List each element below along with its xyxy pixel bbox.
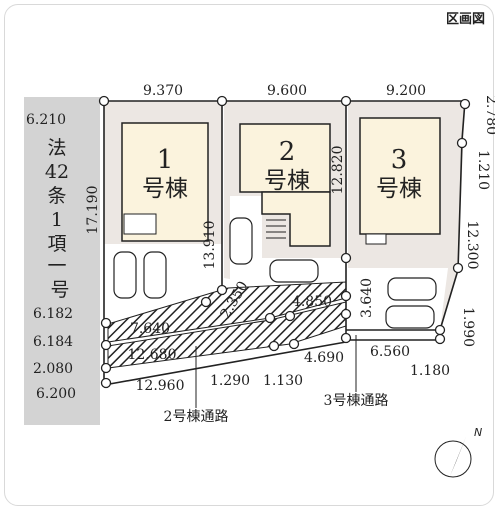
car-icon	[113, 217, 437, 329]
building-label: 号棟	[376, 176, 422, 202]
dim-label: 3.640	[359, 278, 375, 318]
dim-label: 1.210	[475, 150, 491, 190]
dim-label: 9.200	[386, 83, 426, 99]
dim-label: 4.850	[292, 294, 332, 310]
road-label-char: 一	[47, 255, 66, 277]
building-label: 号棟	[264, 168, 310, 194]
road-label-char: 法	[47, 137, 66, 159]
dim-label: 1.990	[460, 307, 476, 347]
dim-label: 1.130	[263, 373, 303, 389]
building-label: 号棟	[142, 176, 188, 202]
house-3-porch	[365, 233, 387, 245]
road-label-char: 42	[45, 161, 69, 183]
dim-label: 6.200	[36, 386, 76, 402]
dim-label: 4.690	[304, 350, 344, 366]
house-2	[239, 123, 331, 193]
survey-markers	[98, 95, 471, 389]
house-2-wing	[261, 191, 331, 247]
dim-label: 6.182	[33, 306, 73, 322]
road-label-char: 号	[50, 279, 69, 301]
dim-label: 12.300	[464, 221, 480, 270]
house-3	[359, 117, 441, 235]
dim-label: 9.600	[267, 83, 307, 99]
road-label-char: 条	[47, 185, 66, 207]
dim-label: 13.910	[202, 221, 218, 270]
road-strip	[24, 97, 100, 425]
dim-label: 1.290	[210, 373, 250, 389]
road-label-char: 1	[51, 209, 63, 231]
dim-label: 9.370	[143, 83, 183, 99]
dim-label: 6.210	[26, 112, 66, 128]
dim-label: 6.560	[370, 344, 410, 360]
dim-label: 2.780	[483, 95, 495, 135]
stairs	[266, 219, 286, 239]
dim-label: 12.960	[136, 378, 185, 394]
dim-label: 17.190	[85, 186, 101, 235]
dim-label: 7.640	[130, 321, 170, 337]
dim-label: 12.680	[128, 347, 177, 363]
building-number: 1	[157, 145, 174, 175]
compass-icon: N	[434, 426, 482, 478]
access-label-3: 3号棟通路	[324, 393, 389, 409]
dim-label: 1.180	[410, 363, 450, 379]
compass-label: N	[474, 426, 482, 439]
map-title: 区画図	[445, 12, 485, 27]
road-label-char: 項	[47, 233, 66, 255]
house-1-porch	[123, 213, 157, 235]
building-number: 3	[391, 145, 408, 175]
dim-label: 6.184	[33, 334, 73, 350]
dim-label: 2.080	[33, 361, 73, 377]
road-label: 法 42 条 1 項 一 号	[45, 137, 75, 301]
dim-label: 12.820	[330, 146, 346, 195]
building-number: 2	[279, 137, 296, 167]
access-label-2: 2号棟通路	[164, 409, 229, 425]
